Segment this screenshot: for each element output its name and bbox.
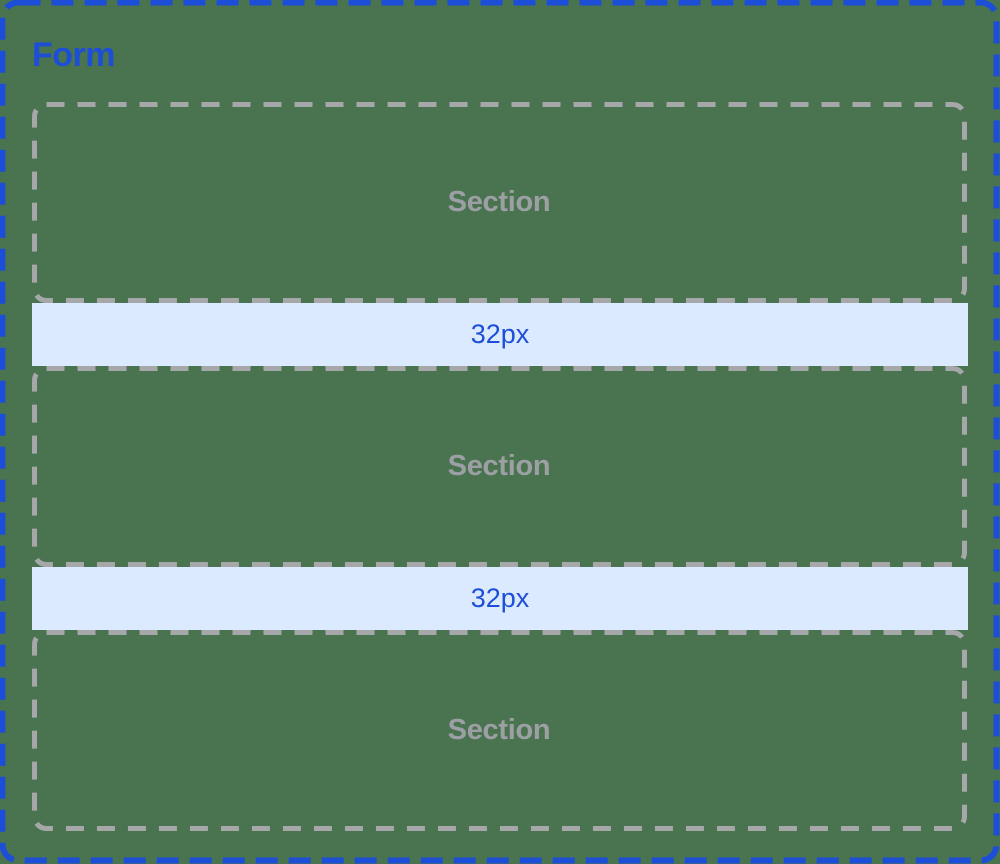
section-2-box: Section bbox=[34, 368, 964, 564]
section-label: Section bbox=[447, 713, 551, 746]
spacer-size-label: 32px bbox=[470, 319, 530, 349]
section-label: Section bbox=[447, 185, 551, 218]
form-label: Form bbox=[32, 36, 116, 74]
section-label: Section bbox=[447, 449, 551, 482]
section-3-box: Section bbox=[34, 632, 964, 828]
spacer-32px-1: 32px bbox=[32, 303, 968, 366]
spacer-32px-2: 32px bbox=[32, 567, 968, 630]
section-1-box: Section bbox=[34, 104, 964, 300]
spacer-size-label: 32px bbox=[470, 583, 530, 613]
